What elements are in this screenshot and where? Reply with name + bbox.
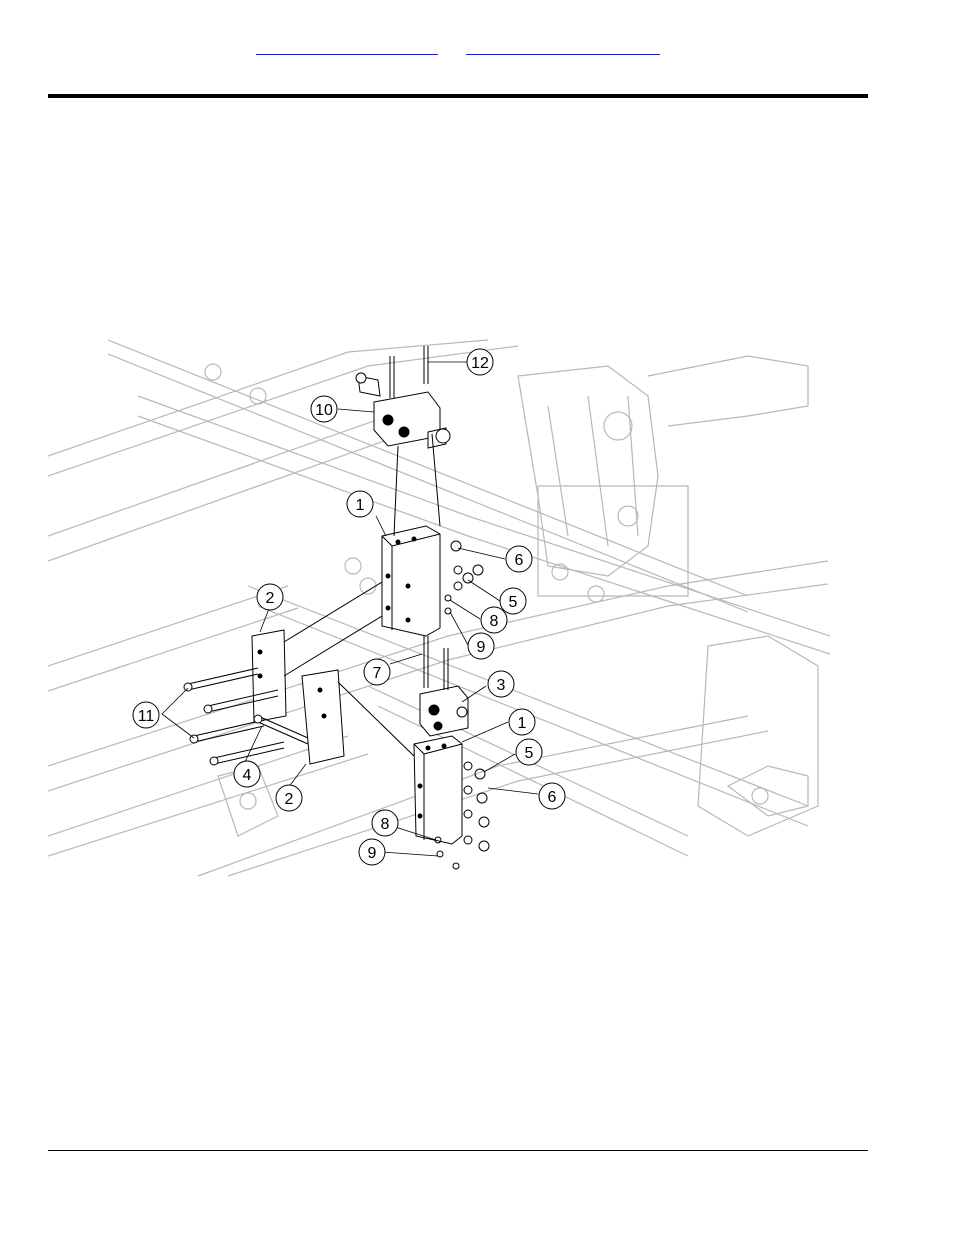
parts-diagram: 12 10 1 6 5 8 9 2 [48,336,830,880]
svg-text:11: 11 [138,708,155,725]
svg-text:10: 10 [315,402,333,419]
callout-8-lower: 8 [372,810,398,836]
svg-text:6: 6 [515,552,524,569]
callout-9-lower: 9 [359,839,385,865]
callout-4: 4 [234,761,260,787]
svg-text:2: 2 [266,590,275,607]
callout-1-lower: 1 [509,709,535,735]
svg-text:8: 8 [490,613,499,630]
callout-6-lower: 6 [539,783,565,809]
svg-text:5: 5 [525,745,534,762]
svg-text:8: 8 [381,816,390,833]
svg-text:3: 3 [497,677,506,694]
svg-text:5: 5 [509,594,518,611]
callout-8-upper: 8 [481,607,507,633]
svg-text:6: 6 [548,789,557,806]
callout-3: 3 [488,671,514,697]
svg-text:2: 2 [285,791,294,808]
assembly-parts [184,346,489,869]
callout-labels: 12 10 1 6 5 8 9 2 [133,349,565,865]
callout-5-upper: 5 [500,588,526,614]
callout-1-upper: 1 [347,491,373,517]
header-link-right[interactable] [466,44,660,55]
callout-11: 11 [133,702,159,728]
svg-text:9: 9 [477,639,486,656]
svg-text:9: 9 [368,845,377,862]
callout-9-upper: 9 [468,633,494,659]
svg-text:7: 7 [373,665,382,682]
callout-6-upper: 6 [506,546,532,572]
callout-10: 10 [311,396,337,422]
callout-5-lower: 5 [516,739,542,765]
callout-2-upper: 2 [257,584,283,610]
callout-2-lower: 2 [276,785,302,811]
svg-text:12: 12 [471,355,489,372]
top-rule [48,94,868,98]
callout-12: 12 [467,349,493,375]
bottom-rule [48,1150,868,1151]
svg-text:1: 1 [356,497,365,514]
header-link-left[interactable] [256,44,438,55]
svg-text:4: 4 [243,767,252,784]
svg-text:1: 1 [518,715,527,732]
callout-7: 7 [364,659,390,685]
